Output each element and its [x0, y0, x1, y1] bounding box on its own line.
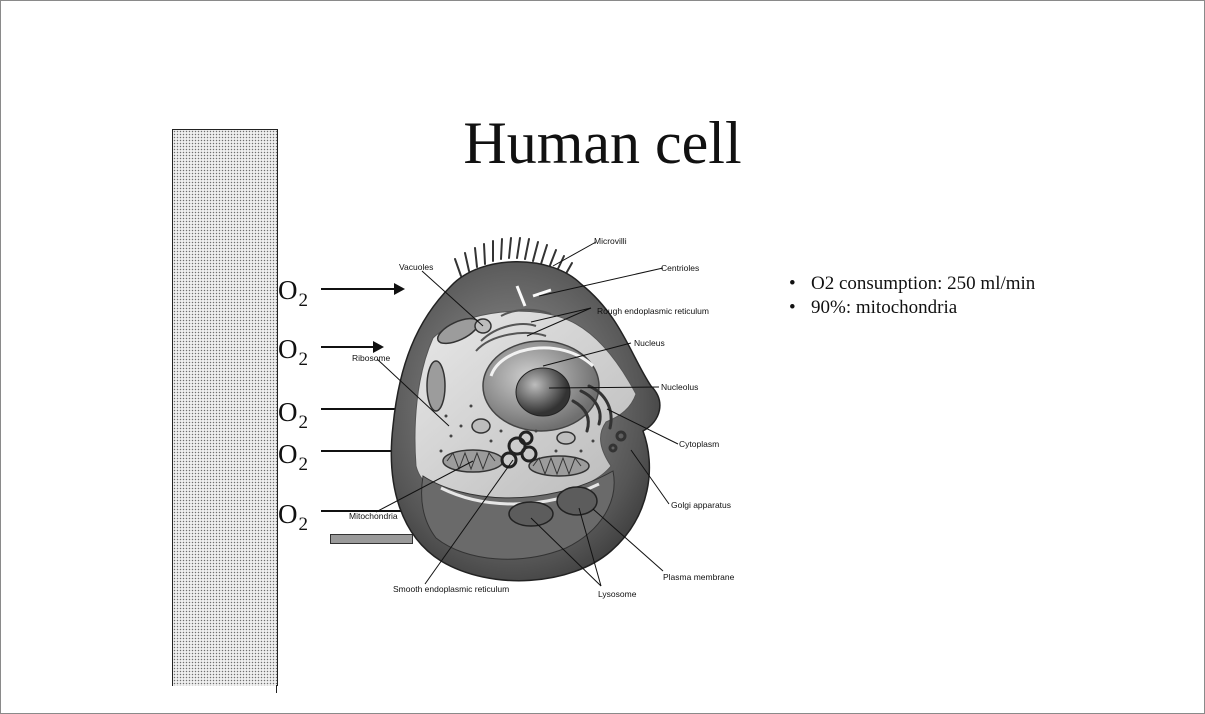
label-smooth-er: Smooth endoplasmic reticulum — [393, 585, 509, 594]
label-nucleus: Nucleus — [634, 339, 665, 348]
o2-label-1: O2 — [278, 277, 308, 304]
o2-label-5: O2 — [278, 501, 308, 528]
label-plasma-membrane: Plasma membrane — [663, 573, 734, 582]
label-microvilli: Microvilli — [594, 237, 627, 246]
bullet-list: O2 consumption: 250 ml/min 90%: mitochon… — [789, 273, 1049, 321]
label-golgi: Golgi apparatus — [671, 501, 731, 510]
o2-label-2: O2 — [278, 336, 308, 363]
bullet-o2-consumption: O2 consumption: 250 ml/min — [789, 273, 1049, 294]
label-cytoplasm: Cytoplasm — [679, 440, 719, 449]
label-vacuoles: Vacuoles — [399, 263, 433, 272]
o2-label-4: O2 — [278, 441, 308, 468]
label-mitochondria: Mitochondria — [349, 512, 398, 521]
cell-illustration — [331, 226, 751, 606]
label-ribosome: Ribosome — [352, 354, 390, 363]
o2-label-3: O2 — [278, 399, 308, 426]
label-centrioles: Centrioles — [661, 264, 699, 273]
label-lysosome: Lysosome — [598, 590, 636, 599]
bullet-mitochondria: 90%: mitochondria — [789, 297, 1049, 318]
label-rough-er: Rough endoplasmic reticulum — [597, 307, 709, 316]
label-nucleolus: Nucleolus — [661, 383, 698, 392]
capillary-wall — [172, 129, 278, 686]
capillary-wall-edge — [276, 685, 277, 693]
